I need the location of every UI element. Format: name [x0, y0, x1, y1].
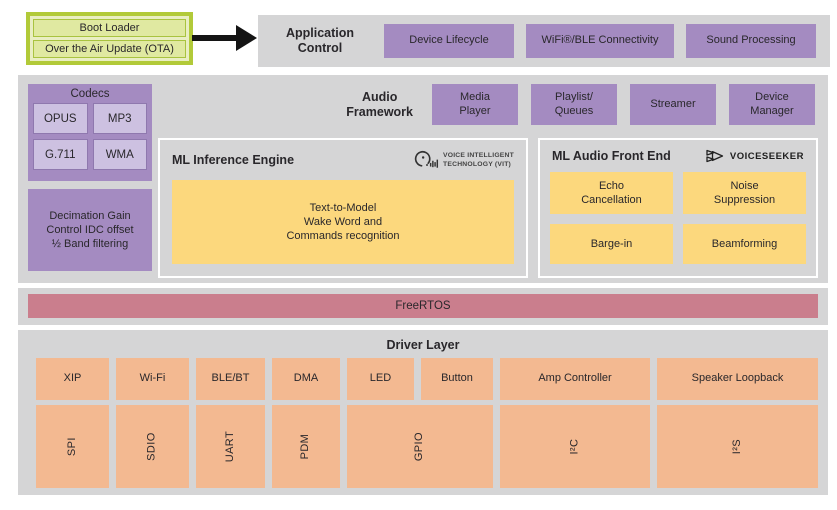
bus-pdm-label: PDM	[299, 433, 312, 460]
application-control-panel: Application Control Device Lifecycle WiF…	[258, 15, 830, 67]
barge-in-block: Barge-in	[550, 224, 673, 264]
bus-gpio: GPIO	[347, 405, 493, 488]
voiceseeker-logo: VOICESEEKER	[706, 149, 804, 163]
sound-processing-block: Sound Processing	[686, 24, 816, 58]
driver-dma: DMA	[272, 358, 340, 400]
ml-inference-title: ML Inference Engine	[172, 153, 295, 167]
bus-i2s: I²S	[657, 405, 818, 488]
driver-amp-controller: Amp Controller	[500, 358, 650, 400]
audio-framework-row: Audio Framework Media Player Playlist/ Q…	[158, 84, 815, 125]
arrow-right-icon	[236, 25, 257, 51]
driver-xip: XIP	[36, 358, 109, 400]
ml-inference-engine-box: ML Inference Engine VOICE INTELLIGENT TE…	[158, 138, 528, 278]
driver-layer-title: Driver Layer	[386, 338, 460, 352]
freertos-bar: FreeRTOS	[28, 294, 818, 318]
vit-logo: VOICE INTELLIGENT TECHNOLOGY (VIT)	[410, 149, 514, 171]
middleware-panel: Codecs OPUS MP3 G.711 WMA Decimation Gai…	[18, 75, 828, 283]
bus-sdio-label: SDIO	[145, 432, 158, 461]
bus-gpio-label: GPIO	[413, 431, 426, 462]
bus-uart: UART	[196, 405, 265, 488]
ml-audio-front-end-box: ML Audio Front End VOICESEEKER Echo Canc…	[538, 138, 818, 278]
driver-led: LED	[347, 358, 414, 400]
media-player-block: Media Player	[432, 84, 518, 125]
ml-inference-header: ML Inference Engine VOICE INTELLIGENT TE…	[160, 140, 526, 177]
bus-sdio: SDIO	[116, 405, 189, 488]
codec-wma: WMA	[92, 139, 147, 170]
codec-opus: OPUS	[33, 103, 88, 134]
driver-layer-panel: Driver Layer XIP Wi-Fi BLE/BT DMA LED Bu…	[18, 330, 828, 495]
streamer-block: Streamer	[630, 84, 716, 125]
boot-loader-group: Boot Loader Over the Air Update (OTA)	[26, 12, 193, 65]
application-control-title: Application Control	[285, 26, 355, 55]
decimation-block: Decimation Gain Control IDC offset ½ Ban…	[28, 189, 152, 271]
codec-g711: G.711	[33, 139, 88, 170]
voiceseeker-icon	[706, 149, 724, 163]
arrow-line	[192, 35, 238, 41]
driver-button: Button	[421, 358, 493, 400]
ml-afe-title: ML Audio Front End	[552, 149, 671, 163]
bus-uart-label: UART	[223, 430, 236, 463]
codecs-group: Codecs OPUS MP3 G.711 WMA	[28, 84, 152, 181]
noise-suppression-block: Noise Suppression	[683, 172, 806, 214]
ml-afe-header: ML Audio Front End VOICESEEKER	[540, 140, 816, 169]
vit-logo-text: VOICE INTELLIGENT TECHNOLOGY (VIT)	[443, 151, 514, 168]
boot-loader-block: Boot Loader	[33, 19, 186, 37]
bus-spi-label: SPI	[65, 437, 78, 456]
codec-mp3: MP3	[92, 103, 147, 134]
bus-pdm: PDM	[272, 405, 340, 488]
codec-grid: OPUS MP3 G.711 WMA	[33, 103, 147, 170]
ml-afe-grid: Echo Cancellation Noise Suppression Barg…	[550, 172, 806, 264]
bus-i2s-label: I²S	[730, 438, 743, 455]
vit-head-icon	[414, 150, 439, 168]
driver-speaker-loopback: Speaker Loopback	[657, 358, 818, 400]
audio-framework-title: Audio Framework	[346, 89, 413, 119]
driver-wifi: Wi-Fi	[116, 358, 189, 400]
driver-ble-bt: BLE/BT	[196, 358, 265, 400]
ota-update-block: Over the Air Update (OTA)	[33, 40, 186, 58]
beamforming-block: Beamforming	[683, 224, 806, 264]
bus-spi: SPI	[36, 405, 109, 488]
driver-layer-grid: XIP Wi-Fi BLE/BT DMA LED Button Amp Cont…	[36, 358, 818, 488]
wifi-ble-connectivity-block: WiFi®/BLE Connectivity	[526, 24, 674, 58]
playlist-queues-block: Playlist/ Queues	[531, 84, 617, 125]
device-manager-block: Device Manager	[729, 84, 815, 125]
rtos-strip: FreeRTOS	[18, 288, 828, 325]
bus-i2c-label: I²C	[568, 438, 581, 455]
text-to-model-block: Text-to-Model Wake Word and Commands rec…	[172, 180, 514, 264]
codecs-title: Codecs	[70, 88, 110, 100]
device-lifecycle-block: Device Lifecycle	[384, 24, 514, 58]
echo-cancellation-block: Echo Cancellation	[550, 172, 673, 214]
voiceseeker-logo-text: VOICESEEKER	[729, 150, 804, 162]
bus-i2c: I²C	[500, 405, 650, 488]
